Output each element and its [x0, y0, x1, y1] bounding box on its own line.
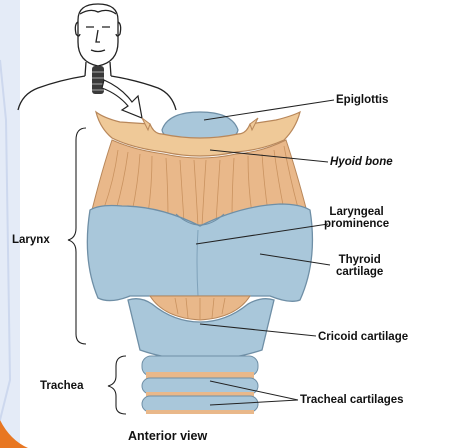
human-figure-icon: [18, 4, 176, 110]
label-trachea: Trachea: [40, 380, 83, 392]
label-thyroid-line2: cartilage: [336, 266, 383, 278]
pointer-arrow-icon: [102, 80, 142, 118]
trachea-rings: [142, 356, 258, 414]
trachea-bracket: [108, 356, 126, 414]
caption-anterior-view: Anterior view: [128, 430, 207, 442]
label-laryngeal-line1: Laryngeal: [324, 206, 389, 218]
neck-trachea-mini: [92, 66, 104, 94]
label-tracheal-cartilages: Tracheal cartilages: [300, 394, 404, 406]
label-cricoid-cartilage: Cricoid cartilage: [318, 331, 408, 343]
larynx-bracket: [68, 128, 86, 344]
label-epiglottis: Epiglottis: [336, 94, 388, 106]
label-laryngeal-prominence: Laryngeal prominence: [324, 206, 389, 230]
label-thyroid-line1: Thyroid: [336, 254, 383, 266]
label-hyoid-bone: Hyoid bone: [330, 156, 393, 168]
label-laryngeal-line2: prominence: [324, 218, 389, 230]
label-thyroid-cartilage: Thyroid cartilage: [336, 254, 383, 278]
label-larynx: Larynx: [12, 234, 50, 246]
